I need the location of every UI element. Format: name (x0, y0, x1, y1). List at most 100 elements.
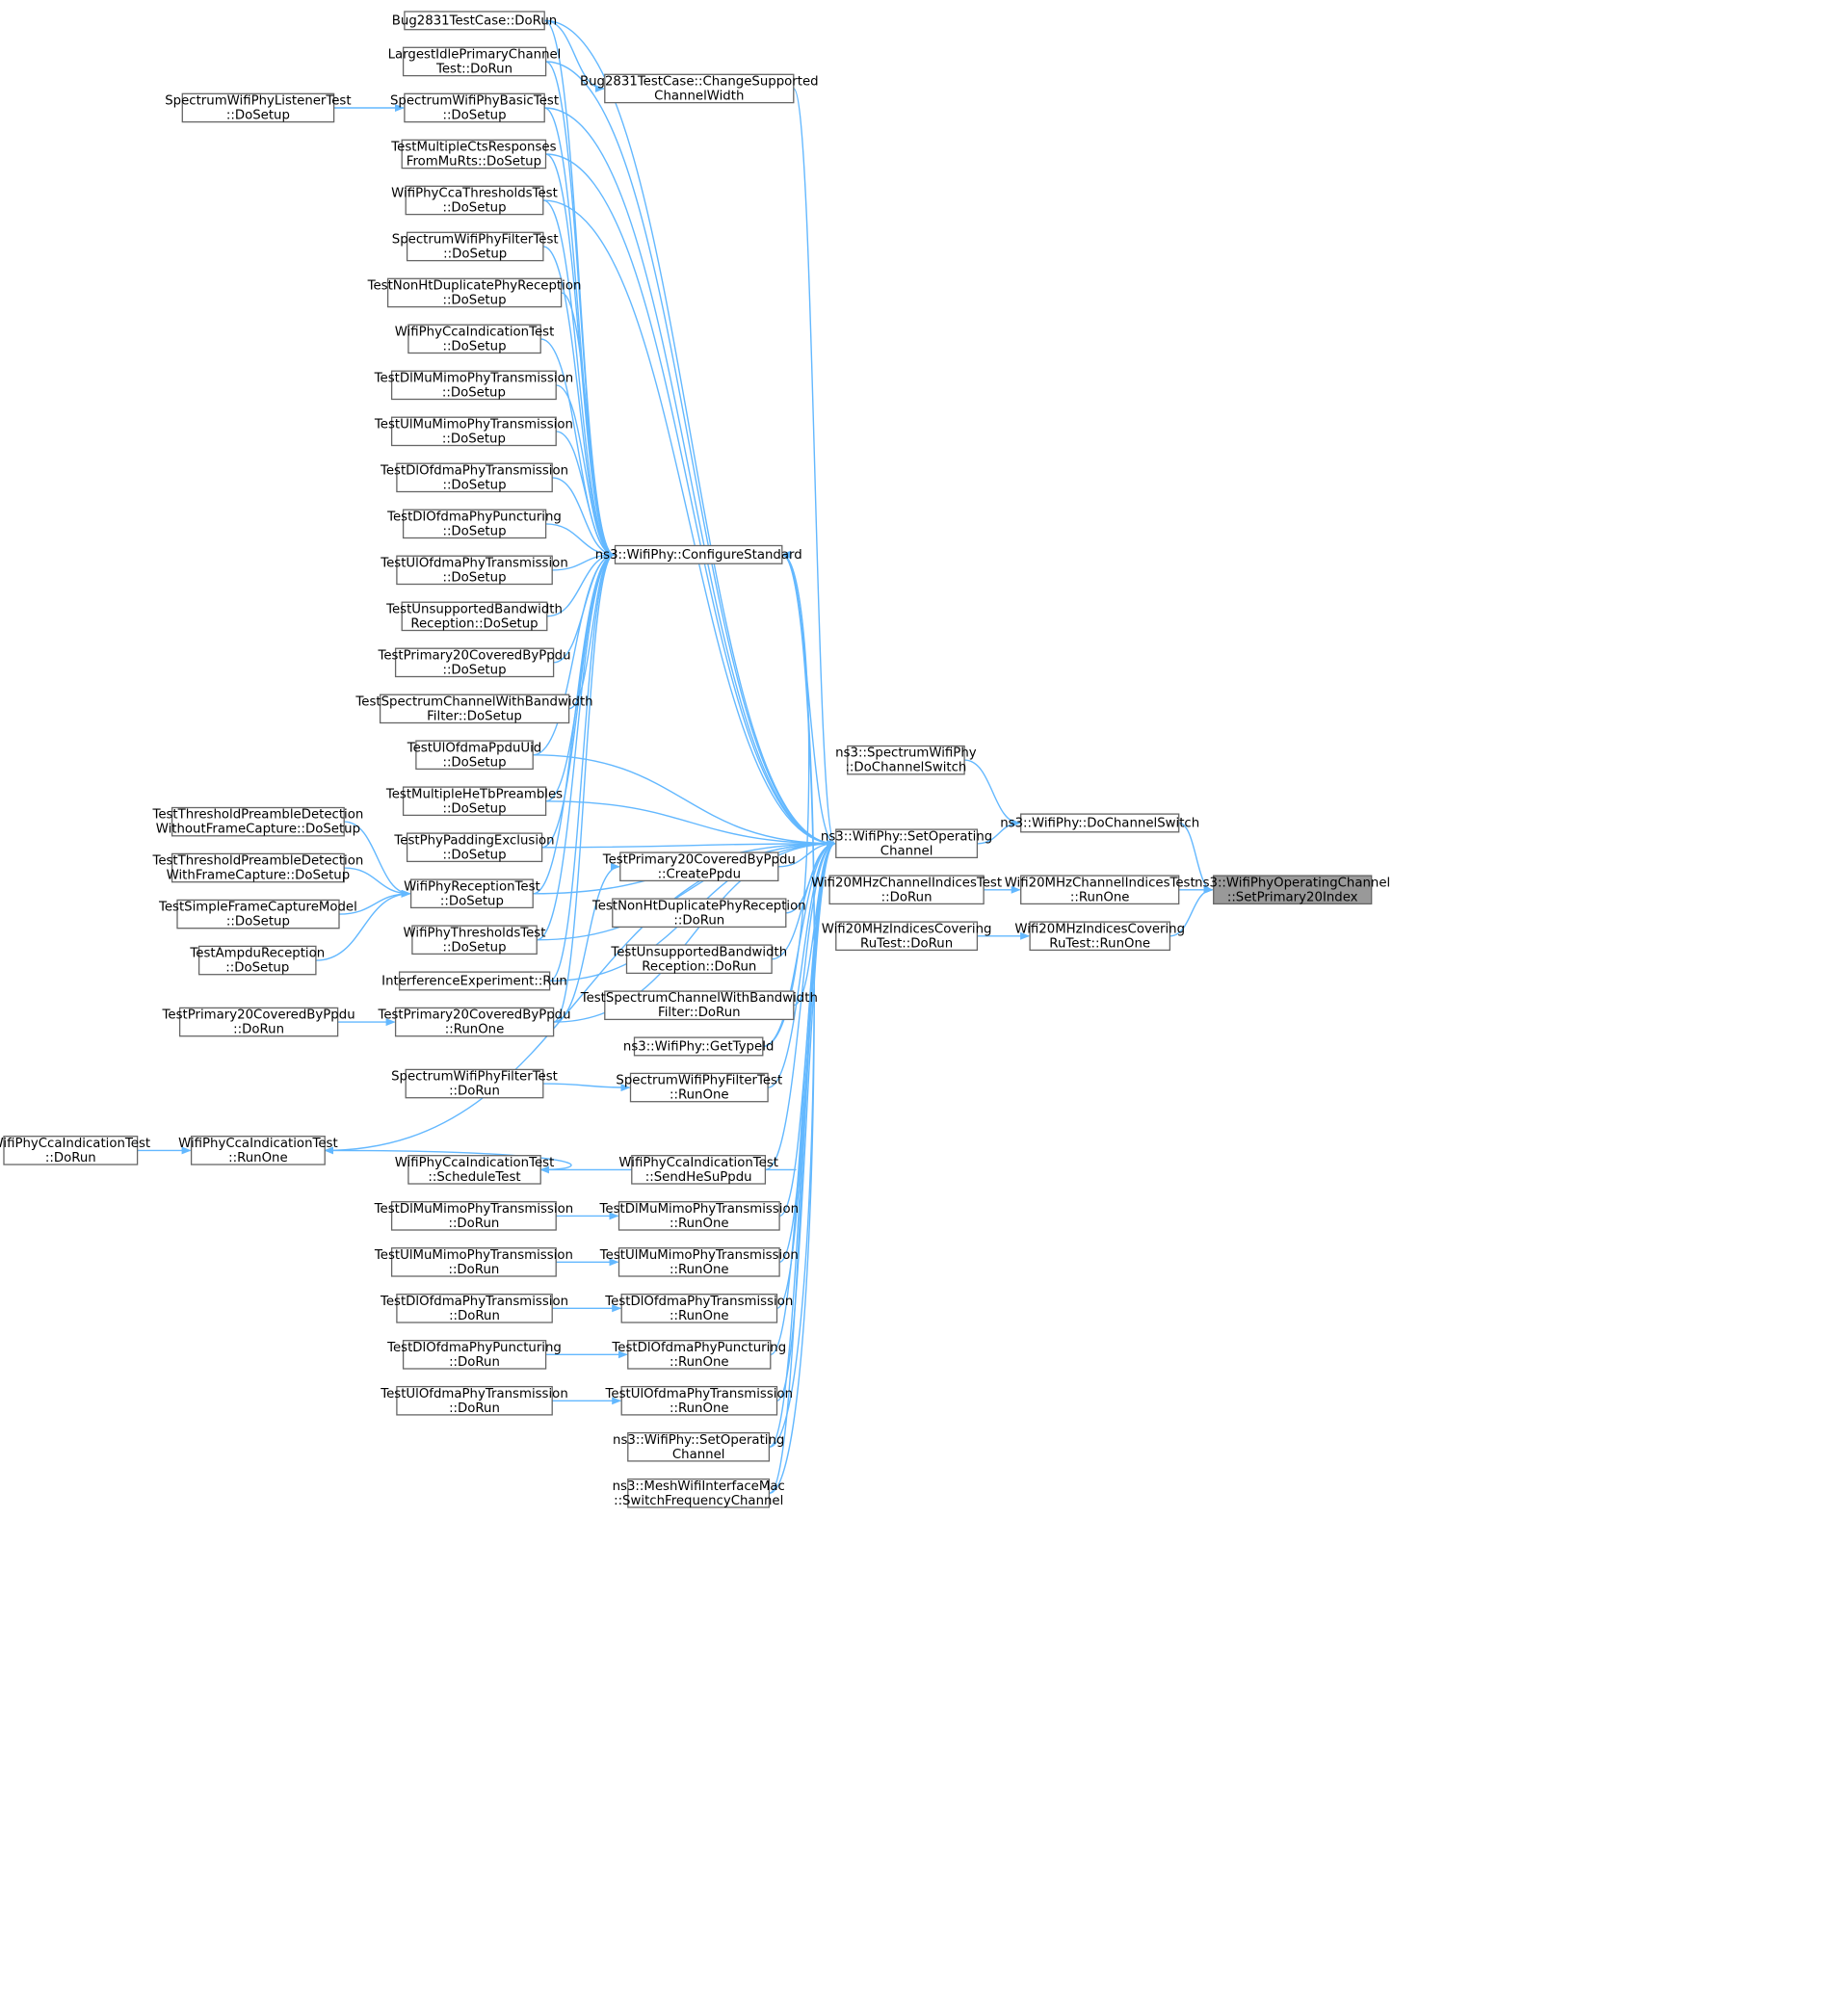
node-label-line: TestPrimary20CoveredByPpdu (162, 1008, 355, 1023)
edge-path (542, 199, 616, 559)
node-box (614, 544, 783, 564)
node-sphy-dcs[interactable]: ns3::SpectrumWifiPhy::DoChannelSwitch (835, 745, 977, 775)
node-dlmumimo-ro[interactable]: TestDlMuMimoPhyTransmission::RunOne (599, 1201, 799, 1231)
edge-path (543, 107, 616, 559)
node-cca-shs[interactable]: WifiPhyCcaIndicationTest::SendHeSuPpdu (618, 1155, 778, 1185)
call-edge (344, 867, 411, 898)
node-swpf-dr[interactable]: SpectrumWifiPhyFilterTest::DoRun (391, 1068, 558, 1099)
node-box (394, 647, 555, 678)
node-ccath-ds[interactable]: WifiPhyCcaThresholdsTest::DoSetup (391, 185, 558, 215)
node-box (619, 851, 779, 882)
node-scbf-ds[interactable]: TestSpectrumChannelWithBandwidthFilter::… (355, 694, 593, 723)
node-box (604, 990, 795, 1021)
node-label-line: ::DoRun (448, 1263, 499, 1277)
node-tpd-wo[interactable]: TestThresholdPreambleDetectionWithoutFra… (151, 806, 363, 837)
node-ampdu-ds[interactable]: TestAmpduReception::DoSetup (189, 945, 325, 976)
node-label-line: ::RunOne (228, 1151, 288, 1165)
node-label-line: TestDlOfdmaPhyTransmission (380, 463, 568, 478)
edge-path (546, 550, 616, 617)
node-scbf-dr[interactable]: TestSpectrumChannelWithBandwidthFilter::… (580, 990, 818, 1021)
node-rx-ds[interactable]: WifiPhyReceptionTest::DoSetup (404, 878, 540, 908)
node-label-line: TestUlOfdmaPpduUid (407, 741, 542, 755)
node-mhetb-ds[interactable]: TestMultipleHeTbPreambles::DoSetup (385, 786, 563, 816)
node-dlofdma-dr[interactable]: TestDlOfdmaPhyTransmission::DoRun (380, 1294, 568, 1323)
node-nht-dr[interactable]: TestNonHtDuplicatePhyReception::DoRun (591, 898, 806, 928)
edge-path (553, 862, 620, 1023)
node-dlpunc-ro[interactable]: TestDlOfdmaPhyPuncturing::RunOne (611, 1340, 786, 1370)
node-label-line: ::DoSetup (226, 915, 290, 929)
node-ie-run[interactable]: InterferenceExperiment::Run (381, 971, 567, 991)
node-thr-ds[interactable]: WifiPhyThresholdsTest::DoSetup (404, 925, 546, 956)
node-mcts[interactable]: TestMultipleCtsResponsesFromMuRts::DoSet… (390, 139, 557, 170)
node-box (405, 1068, 544, 1099)
node-dlpunc-ds[interactable]: TestDlOfdmaPhyPuncturing::DoSetup (386, 509, 562, 538)
node-gti[interactable]: ns3::WifiPhy::GetTypeId (623, 1036, 775, 1057)
node-box (178, 1007, 339, 1037)
node-label-line: TestUnsupportedBandwidth (385, 602, 563, 616)
node-cca-ro[interactable]: WifiPhyCcaIndicationTest::RunOne (178, 1136, 338, 1165)
node-p20-dr[interactable]: TestPrimary20CoveredByPpdu::DoRun (162, 1007, 355, 1037)
node-label-line: TestPhyPaddingExclusion (393, 833, 554, 848)
node-dcs[interactable]: ns3::WifiPhy::DoChannelSwitch (1000, 813, 1199, 833)
node-dlpunc-dr[interactable]: TestDlOfdmaPhyPuncturing::DoRun (386, 1340, 562, 1370)
node-tpd-w[interactable]: TestThresholdPreambleDetectionWithFrameC… (151, 852, 363, 883)
node-label-line: WifiPhyCcaThresholdsTest (391, 186, 558, 200)
node-bug-csw[interactable]: Bug2831TestCase::ChangeSupportedChannelW… (580, 73, 819, 104)
node-bug-dr[interactable]: Bug2831TestCase::DoRun (392, 11, 557, 31)
node-cca-ds[interactable]: WifiPhyCcaIndicationTest::DoSetup (395, 324, 555, 354)
node-label-line: TestUlMuMimoPhyTransmission (374, 417, 573, 432)
node-nht-ds[interactable]: TestNonHtDuplicatePhyReception::DoSetup (367, 277, 582, 308)
node-swpb-ds[interactable]: SpectrumWifiPhyBasicTest::DoSetup (390, 92, 559, 123)
node-box (386, 277, 563, 308)
node-swpl-ds[interactable]: SpectrumWifiPhyListenerTest::DoSetup (165, 92, 352, 123)
node-label-line: TestDlMuMimoPhyTransmission (374, 1202, 573, 1217)
call-edge (545, 61, 616, 559)
node-label-line: ns3::SpectrumWifiPhy (835, 746, 977, 761)
node-sp20[interactable]: ns3::WifiPhyOperatingChannel::SetPrimary… (1195, 875, 1390, 904)
node-swpf-ds[interactable]: SpectrumWifiPhyFilterTest::DoSetup (392, 231, 559, 261)
node-ubw-ds[interactable]: TestUnsupportedBandwidthReception::DoSet… (385, 601, 563, 631)
node-w20ci-dr[interactable]: Wifi20MHzChannelIndicesTest::DoRun (811, 875, 1002, 904)
node-w20ci-ro[interactable]: Wifi20MHzChannelIndicesTest::RunOne (1005, 875, 1195, 904)
node-box (407, 324, 541, 354)
node-swpf-ro[interactable]: SpectrumWifiPhyFilterTest::RunOne (616, 1072, 782, 1103)
node-label-line: ns3::WifiPhy::SetOperating (613, 1433, 784, 1448)
node-dlofdma-ds[interactable]: TestDlOfdmaPhyTransmission::DoSetup (380, 462, 568, 492)
edges-layer (137, 19, 1214, 1494)
node-label-line: ::DoSetup (442, 801, 506, 816)
node-dlmumimo-ds[interactable]: TestDlMuMimoPhyTransmission::DoSetup (374, 370, 573, 400)
node-sfcm-ds[interactable]: TestSimpleFrameCaptureModel::DoSetup (158, 899, 357, 929)
node-ulpuid-ds[interactable]: TestUlOfdmaPpduUid::DoSetup (407, 740, 542, 770)
node-dlofdma-ro[interactable]: TestDlOfdmaPhyTransmission::RunOne (604, 1294, 793, 1323)
node-ulofdma-dr[interactable]: TestUlOfdmaPhyTransmission::DoRun (380, 1385, 568, 1416)
call-edge (545, 61, 836, 848)
node-ppe-ds[interactable]: TestPhyPaddingExclusion::DoSetup (393, 832, 555, 862)
node-ulofdma-ro[interactable]: TestUlOfdmaPhyTransmission::RunOne (605, 1385, 794, 1416)
node-label-line: TestDlOfdmaPhyPuncturing (386, 1341, 562, 1355)
node-label-line: ::DoSetup (226, 109, 290, 123)
node-label-line: ::DoRun (881, 890, 933, 904)
node-ulmumimo-ro[interactable]: TestUlMuMimoPhyTransmission::RunOne (599, 1247, 799, 1277)
node-p20-cp[interactable]: TestPrimary20CoveredByPpdu::CreatePpdu (602, 851, 796, 882)
node-p20-ro[interactable]: TestPrimary20CoveredByPpdu::RunOne (377, 1007, 571, 1037)
node-dlmumimo-dr[interactable]: TestDlMuMimoPhyTransmission::DoRun (374, 1201, 573, 1231)
node-label-line: ns3::WifiPhy::SetOperating (821, 829, 992, 844)
node-box (411, 925, 538, 956)
node-ulofdma-ds[interactable]: TestUlOfdmaPhyTransmission::DoSetup (380, 555, 568, 585)
node-mesh[interactable]: ns3::MeshWifiInterfaceMac::SwitchFrequen… (613, 1478, 785, 1508)
edge-path (556, 431, 616, 559)
nodes-layer: ns3::WifiPhyOperatingChannel::SetPrimary… (0, 11, 1390, 1508)
node-p20-ds[interactable]: TestPrimary20CoveredByPpdu::DoSetup (377, 647, 571, 678)
node-ulmumimo-ds[interactable]: TestUlMuMimoPhyTransmission::DoSetup (374, 416, 573, 446)
node-cs[interactable]: ns3::WifiPhy::ConfigureStandard (595, 544, 802, 564)
edge-path (1169, 885, 1214, 937)
node-cca-dr[interactable]: WifiPhyCcaIndicationTest::DoRun (0, 1136, 150, 1165)
node-cca-st[interactable]: WifiPhyCcaIndicationTest::ScheduleTest (395, 1155, 555, 1185)
node-ulmumimo-dr[interactable]: TestUlMuMimoPhyTransmission::DoRun (374, 1247, 573, 1277)
